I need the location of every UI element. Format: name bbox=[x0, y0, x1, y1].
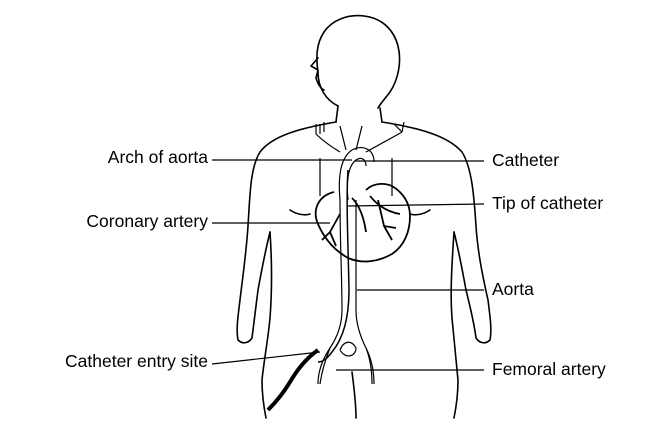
head-outline bbox=[317, 16, 400, 108]
right-arm-inner bbox=[451, 232, 458, 418]
carotid-left bbox=[340, 126, 346, 150]
leader-tip-of-catheter bbox=[347, 204, 484, 206]
label-catheter-entry-site: Catheter entry site bbox=[65, 351, 208, 371]
catheter-entry-line bbox=[268, 350, 318, 410]
carotid-right bbox=[356, 126, 362, 150]
aortic-arch-inner bbox=[347, 158, 366, 200]
label-coronary-artery: Coronary artery bbox=[86, 211, 208, 231]
right-torso-outline bbox=[382, 122, 491, 343]
subclavian-right bbox=[366, 132, 402, 152]
label-arch-of-aorta: Arch of aorta bbox=[108, 147, 208, 167]
subclavian-left bbox=[316, 134, 340, 152]
aortic-arch bbox=[339, 148, 374, 200]
label-tip-of-catheter: Tip of catheter bbox=[492, 193, 603, 213]
label-femoral-artery: Femoral artery bbox=[492, 359, 606, 379]
bladder bbox=[340, 342, 356, 356]
descending-aorta-left bbox=[318, 200, 342, 384]
label-aorta: Aorta bbox=[492, 279, 534, 299]
neck-left bbox=[336, 106, 338, 122]
chest-left bbox=[290, 210, 310, 215]
neck-right bbox=[380, 108, 382, 122]
leg-inner bbox=[352, 372, 356, 418]
branch-right-1 bbox=[394, 122, 404, 132]
chest-right bbox=[410, 210, 430, 215]
label-catheter: Catheter bbox=[492, 150, 559, 170]
